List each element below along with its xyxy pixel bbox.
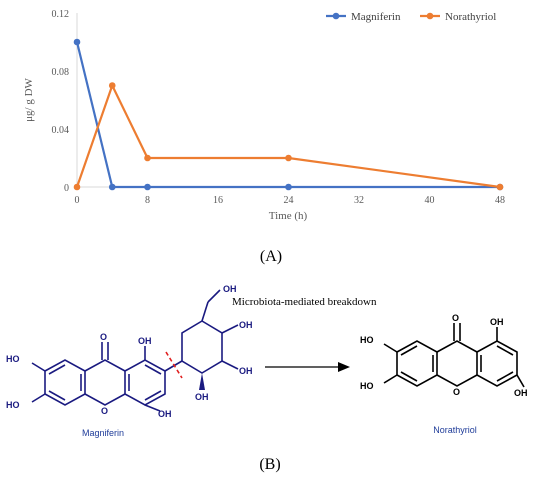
x-tick-label: 24 bbox=[284, 195, 294, 206]
data-point bbox=[144, 183, 151, 191]
x-tick-label: 40 bbox=[425, 195, 435, 206]
oh-c1: OH bbox=[490, 317, 504, 327]
carbonyl-o: O bbox=[100, 332, 107, 342]
data-point bbox=[73, 38, 81, 46]
chart-series bbox=[73, 38, 504, 191]
data-point bbox=[144, 154, 151, 162]
oh-c3: OH bbox=[514, 388, 528, 398]
ring-o: O bbox=[101, 406, 108, 416]
oh-left-bottom: HO bbox=[6, 400, 20, 410]
chart-axes: 0 8 16 24 32 40 48 0 0.04 0.08 0.12 bbox=[52, 9, 506, 206]
data-point bbox=[285, 183, 292, 191]
x-tick-label: 16 bbox=[213, 195, 223, 206]
x-axis-label: Time (h) bbox=[269, 210, 308, 222]
cleavage-mark bbox=[165, 351, 183, 379]
panel-label-a: (A) bbox=[259, 248, 283, 265]
magniferin-atoms: O O HO HO OH OH OH OH OH OH bbox=[6, 284, 253, 419]
reaction-arrow bbox=[265, 362, 350, 372]
oh-sugar-2: OH bbox=[239, 366, 253, 376]
norathyriol-structure bbox=[383, 323, 525, 388]
chart-legend: Magniferin Norathyriol bbox=[326, 11, 496, 23]
data-point bbox=[108, 183, 116, 191]
y-tick-label: 0.08 bbox=[52, 67, 70, 78]
oh-left-top: HO bbox=[6, 354, 20, 364]
product-name: Norathyriol bbox=[433, 425, 477, 435]
series-line bbox=[75, 41, 500, 189]
oh-left-top: HO bbox=[360, 335, 374, 345]
panel-label-b: (B) bbox=[259, 456, 281, 473]
y-tick-label: 0 bbox=[64, 183, 69, 194]
ring-o: O bbox=[453, 387, 460, 397]
legend-label: Magniferin bbox=[351, 11, 401, 23]
carbonyl-o: O bbox=[452, 313, 459, 323]
series-magniferin bbox=[73, 38, 504, 191]
magniferin-wedges bbox=[199, 373, 205, 390]
x-tick-label: 8 bbox=[145, 195, 150, 206]
x-tick-label: 0 bbox=[75, 195, 80, 206]
oh-left-bottom: HO bbox=[360, 381, 374, 391]
reactant-name: Magniferin bbox=[82, 428, 124, 438]
legend-label: Norathyriol bbox=[445, 11, 496, 23]
series-norathyriol bbox=[73, 82, 504, 191]
x-tick-label: 48 bbox=[495, 195, 505, 206]
oh-c3: OH bbox=[158, 409, 172, 419]
series-line bbox=[75, 82, 501, 189]
data-point bbox=[285, 154, 292, 162]
y-tick-label: 0.04 bbox=[52, 125, 70, 136]
reaction-scheme: O O HO HO OH OH OH OH OH OH Microbiota-m… bbox=[6, 284, 528, 438]
x-tick-label: 32 bbox=[354, 195, 364, 206]
line-chart: 0 8 16 24 32 40 48 0 0.04 0.08 0.12 Magniferin Nora… bbox=[23, 9, 506, 222]
oh-c1: OH bbox=[138, 336, 152, 346]
y-tick-label: 0.12 bbox=[52, 9, 70, 20]
data-point bbox=[108, 82, 116, 89]
legend-swatch-marker bbox=[332, 12, 340, 20]
data-point bbox=[496, 183, 504, 191]
oh-sugar-3: OH bbox=[195, 392, 209, 402]
oh-ch2: OH bbox=[223, 284, 237, 294]
y-axis-label: μg/ g DW bbox=[23, 77, 35, 121]
magniferin-structure bbox=[31, 289, 239, 412]
data-point bbox=[73, 183, 81, 191]
reaction-caption: Microbiota-mediated breakdown bbox=[232, 296, 377, 308]
oh-sugar-1: OH bbox=[239, 320, 253, 330]
norathyriol-atoms: O O HO HO OH OH bbox=[360, 313, 528, 398]
legend-swatch-marker bbox=[426, 12, 434, 20]
